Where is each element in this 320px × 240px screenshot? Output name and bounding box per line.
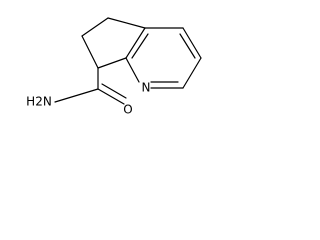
bond-c3-c4 xyxy=(182,57,202,89)
nitrogen-label: N xyxy=(142,81,151,95)
amide-label: H2N xyxy=(26,95,52,109)
bond-ring-b xyxy=(81,17,109,37)
bond-ring-d xyxy=(97,57,127,69)
oxygen-label: O xyxy=(123,103,132,117)
bond-carbonyl-2 xyxy=(101,83,127,99)
structure-canvas: N O H2N xyxy=(0,0,213,133)
bond-c2-c3 xyxy=(182,27,202,59)
bond-ring-a xyxy=(107,17,146,29)
molecule-diagram: N O H2N xyxy=(26,17,202,117)
bond-n-c6 xyxy=(125,57,140,83)
bond-c6-c1-inner xyxy=(131,33,149,59)
bond-c2-c3-inner xyxy=(179,33,196,59)
bond-ring-c xyxy=(81,35,99,69)
bond-amide-n xyxy=(54,88,99,103)
bond-c6-c1 xyxy=(125,27,146,59)
bond-carbonyl-1 xyxy=(97,88,125,105)
